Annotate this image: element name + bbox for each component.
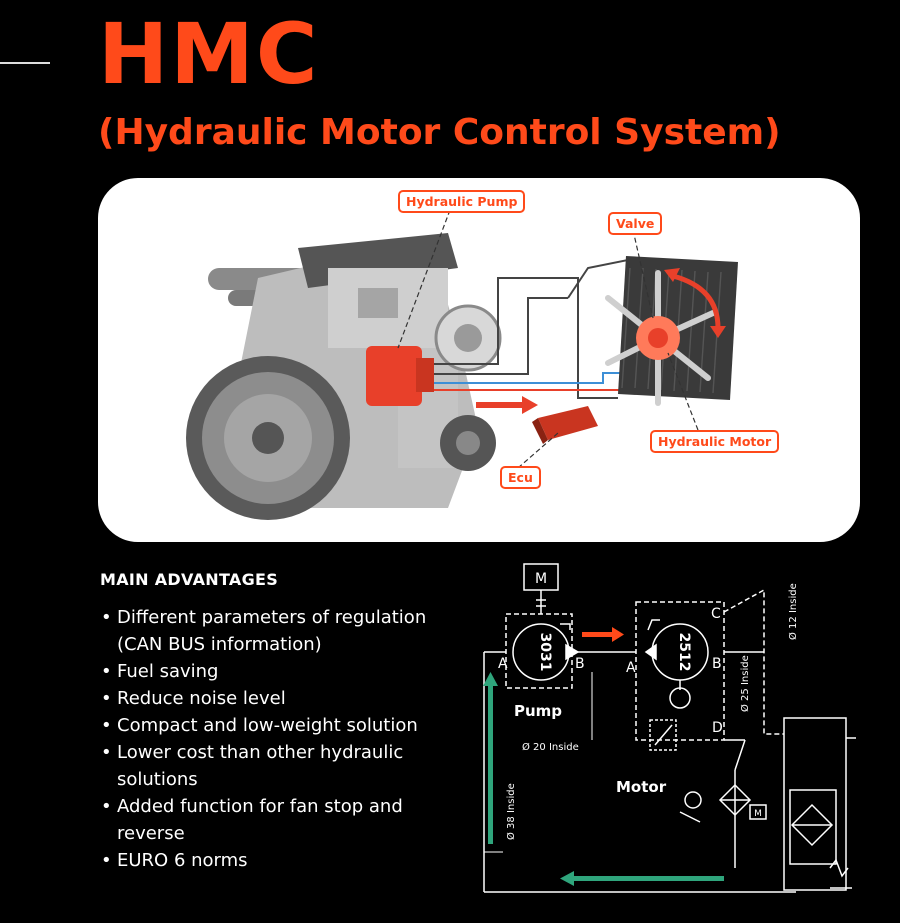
rotation-arrow — [664, 268, 726, 338]
return-arrow-vertical — [483, 672, 498, 844]
page-subtitle: (Hydraulic Motor Control System) — [98, 112, 781, 153]
callout-ecu: Ecu — [500, 466, 541, 489]
pipe-size-12: Ø 12 Inside — [787, 583, 799, 640]
pump-code: 3031 — [537, 633, 553, 672]
pump-port-b: B — [575, 656, 585, 672]
pump-box — [505, 613, 573, 689]
motor-code: 2512 — [676, 633, 692, 672]
decorative-line — [0, 62, 50, 64]
motor-port-b: B — [712, 656, 722, 672]
motor-port-d: D — [712, 720, 723, 736]
callout-leaders — [397, 209, 699, 469]
pipe-size-38: Ø 38 Inside — [505, 783, 517, 840]
motor-box — [635, 601, 725, 741]
schematic-m-label: M — [535, 571, 547, 587]
list-item: Different parameters of regulation (CAN … — [100, 604, 470, 658]
callout-hydraulic-motor: Hydraulic Motor — [650, 430, 780, 453]
list-item: Lower cost than other hydraulic solution… — [100, 739, 470, 793]
engine-illustration — [186, 209, 738, 520]
pump-port-a: A — [498, 656, 508, 672]
cooling-fan — [605, 270, 716, 406]
pump-label: Pump — [514, 702, 562, 720]
engine-illustration-panel: Hydraulic Pump Valve Hydraulic Motor Ecu — [98, 178, 860, 542]
page-title: HMC — [98, 5, 320, 103]
hydraulic-pump — [366, 346, 434, 406]
list-item: Fuel saving — [100, 658, 470, 685]
callout-hydraulic-pump: Hydraulic Pump — [398, 190, 526, 213]
motor-label: Motor — [616, 778, 667, 796]
flywheel — [186, 356, 350, 520]
list-item: Reduce noise level — [100, 685, 470, 712]
list-item: Compact and low-weight solution — [100, 712, 470, 739]
pipe-size-25: Ø 25 Inside — [739, 655, 751, 712]
advantages-list: Different parameters of regulation (CAN … — [100, 604, 470, 874]
return-arrow-horizontal — [560, 871, 724, 886]
list-item: Added function for fan stop and reverse — [100, 793, 470, 847]
motor-small-icon: M — [754, 809, 762, 819]
motor-port-c: C — [711, 606, 721, 622]
list-item: EURO 6 norms — [100, 847, 470, 874]
flow-arrow — [476, 396, 538, 414]
hydraulic-schematic: M 3031 2512 A B A B C D Pump Motor Ø 12 … — [483, 563, 856, 893]
pipe-size-20: Ø 20 Inside — [522, 741, 579, 753]
motor-port-a: A — [626, 660, 636, 676]
callout-valve: Valve — [608, 212, 663, 235]
advantages-heading: MAIN ADVANTAGES — [100, 570, 279, 589]
pressure-arrow — [582, 627, 624, 642]
ecu-unit — [532, 406, 598, 444]
